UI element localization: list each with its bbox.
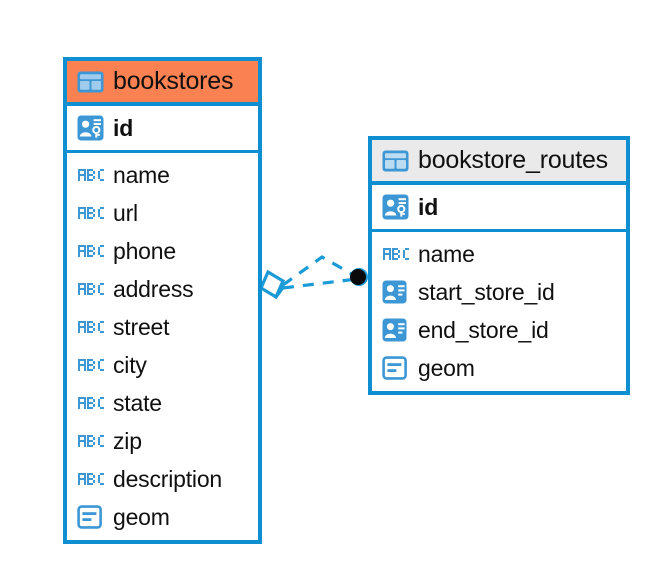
field-row-id[interactable]: id: [372, 185, 626, 229]
field-label: url: [113, 199, 138, 226]
entity-title: bookstores: [113, 67, 234, 95]
field-row-zip[interactable]: zip: [67, 422, 258, 460]
field-label: city: [113, 351, 147, 378]
text-abc-icon: [78, 435, 104, 447]
text-abc-icon: [78, 359, 104, 371]
field-row-city[interactable]: city: [67, 346, 258, 384]
geometry-icon: [382, 356, 407, 380]
table-icon: [77, 71, 104, 92]
field-list-bookstore-routes: name start_store_id: [372, 232, 626, 391]
field-label: id: [113, 114, 134, 141]
entity-header-bookstores[interactable]: bookstores: [67, 61, 258, 106]
field-row-name[interactable]: name: [67, 156, 258, 194]
field-row-state[interactable]: state: [67, 384, 258, 422]
field-row-phone[interactable]: phone: [67, 232, 258, 270]
filled-circle-marker: [350, 268, 368, 286]
text-abc-icon: [383, 248, 409, 260]
entity-header-bookstore-routes[interactable]: bookstore_routes: [372, 140, 626, 185]
foreign-key-icon: [382, 280, 407, 304]
field-row-end-store-id[interactable]: end_store_id: [372, 311, 626, 349]
field-label: street: [113, 313, 170, 340]
field-label: name: [113, 161, 170, 188]
entity-title: bookstore_routes: [418, 146, 608, 174]
field-label: state: [113, 389, 162, 416]
primary-key-section: id: [372, 185, 626, 232]
field-row-address[interactable]: address: [67, 270, 258, 308]
text-abc-icon: [78, 321, 104, 333]
primary-key-section: id: [67, 106, 258, 153]
geometry-icon: [77, 505, 102, 529]
field-row-url[interactable]: url: [67, 194, 258, 232]
text-abc-icon: [78, 207, 104, 219]
text-abc-icon: [78, 245, 104, 257]
foreign-key-icon: [382, 318, 407, 342]
diamond-marker: [258, 269, 286, 300]
field-label: start_store_id: [418, 278, 555, 305]
primary-key-icon: [382, 194, 409, 220]
field-label: description: [113, 465, 223, 492]
field-row-id[interactable]: id: [67, 106, 258, 150]
text-abc-icon: [78, 283, 104, 295]
field-label: phone: [113, 237, 176, 264]
field-label: zip: [113, 427, 142, 454]
entity-bookstores[interactable]: bookstores id: [63, 57, 262, 544]
field-row-name[interactable]: name: [372, 235, 626, 273]
text-abc-icon: [78, 169, 104, 181]
relationship-branch-lower: [282, 277, 358, 290]
field-label: id: [418, 193, 439, 220]
field-row-description[interactable]: description: [67, 460, 258, 498]
field-row-start-store-id[interactable]: start_store_id: [372, 273, 626, 311]
field-label: name: [418, 240, 475, 267]
primary-key-icon: [77, 115, 104, 141]
field-label: address: [113, 275, 194, 302]
text-abc-icon: [78, 397, 104, 409]
table-icon: [382, 150, 409, 171]
relationship-branch-upper: [282, 255, 358, 287]
text-abc-icon: [78, 473, 104, 485]
field-label: end_store_id: [418, 316, 549, 343]
field-label: geom: [418, 354, 475, 381]
field-row-geom[interactable]: geom: [372, 349, 626, 387]
field-label: geom: [113, 503, 170, 530]
field-row-street[interactable]: street: [67, 308, 258, 346]
field-list-bookstores: name url: [67, 153, 258, 540]
field-row-geom[interactable]: geom: [67, 498, 258, 536]
entity-bookstore-routes[interactable]: bookstore_routes id: [368, 136, 630, 395]
